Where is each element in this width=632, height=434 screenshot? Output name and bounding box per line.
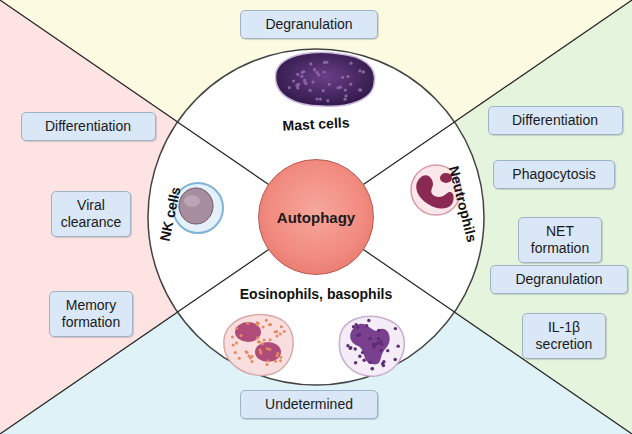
- box-text: Differentiation: [496, 112, 615, 129]
- function-box: NET formation: [518, 217, 602, 263]
- basophil: [339, 316, 404, 376]
- box-text: Degranulation: [498, 271, 620, 288]
- function-box: Viral clearance: [51, 191, 131, 237]
- function-box: Phagocytosis: [493, 160, 615, 189]
- box-text: Memory formation: [57, 297, 125, 331]
- central-circle: Autophagy: [258, 159, 374, 275]
- function-box: Memory formation: [49, 291, 133, 337]
- mast-cell: [276, 52, 375, 106]
- cell-type-label: Eosinophils, basophils: [240, 286, 392, 302]
- box-text: Phagocytosis: [501, 166, 607, 183]
- box-text: Differentiation: [29, 118, 148, 135]
- function-box: Differentiation: [488, 106, 623, 135]
- function-box: Degranulation: [240, 10, 378, 39]
- function-box: Differentiation: [21, 112, 156, 141]
- box-text: Undetermined: [248, 396, 370, 413]
- box-text: Autophagy: [277, 209, 355, 226]
- function-box: Undetermined: [240, 390, 378, 419]
- eosinophil: [224, 314, 293, 375]
- box-text: Degranulation: [248, 16, 370, 33]
- cell-ring: [148, 49, 484, 385]
- box-text: IL-1β secretion: [530, 319, 598, 353]
- box-text: NET formation: [526, 223, 594, 257]
- function-box: IL-1β secretion: [522, 313, 606, 359]
- box-text: Viral clearance: [59, 197, 123, 231]
- function-box: Degranulation: [490, 265, 628, 294]
